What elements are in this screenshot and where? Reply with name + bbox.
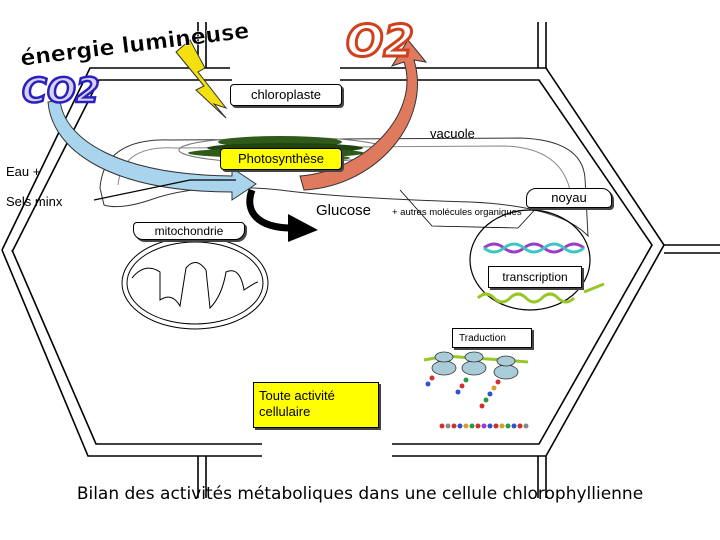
mrna-strands: [423, 282, 605, 364]
chloroplaste-label: chloroplaste: [230, 84, 342, 106]
noyau-label: noyau: [526, 188, 612, 208]
o2-label: O2: [346, 16, 414, 67]
photosynthese-label: Photosynthèse: [220, 148, 342, 170]
traduction-label: Traduction: [452, 328, 532, 348]
mitochondrie-label: mitochondrie: [133, 222, 245, 240]
vacuole-label: vacuole: [430, 126, 475, 141]
co2-arrow: [47, 99, 257, 201]
glucose-arrow: [246, 188, 318, 242]
activity-line-2: cellulaire: [259, 404, 311, 419]
transcription-label: transcription: [488, 266, 582, 288]
activity-line-1: Toute activité: [259, 388, 335, 403]
cell-wall: [1, 22, 720, 498]
sels-label: Sels minx: [6, 194, 63, 209]
co2-label: CO2: [22, 71, 100, 111]
eau-label: Eau +: [6, 164, 41, 179]
dna-helix: [483, 242, 585, 254]
activity-box: Toute activité cellulaire: [253, 382, 379, 428]
vacuole-outline: [99, 137, 589, 238]
other-molecules-label: + autres molécules organiques: [392, 207, 522, 218]
energie-lumineuse-label: énergie lumineuse: [19, 19, 250, 72]
mitochondrion-shape: [121, 236, 269, 330]
noyau-connector: [399, 189, 541, 229]
water-minerals-arrow: [93, 179, 236, 201]
o2-arrow: [299, 39, 428, 191]
nucleus-shape: [469, 209, 591, 311]
lightning-icon: [175, 39, 228, 119]
caption: Bilan des activités métaboliques dans un…: [76, 484, 644, 504]
glucose-label: Glucose: [316, 202, 372, 219]
protein-chain: [439, 423, 529, 429]
ribosomes: [425, 351, 519, 409]
